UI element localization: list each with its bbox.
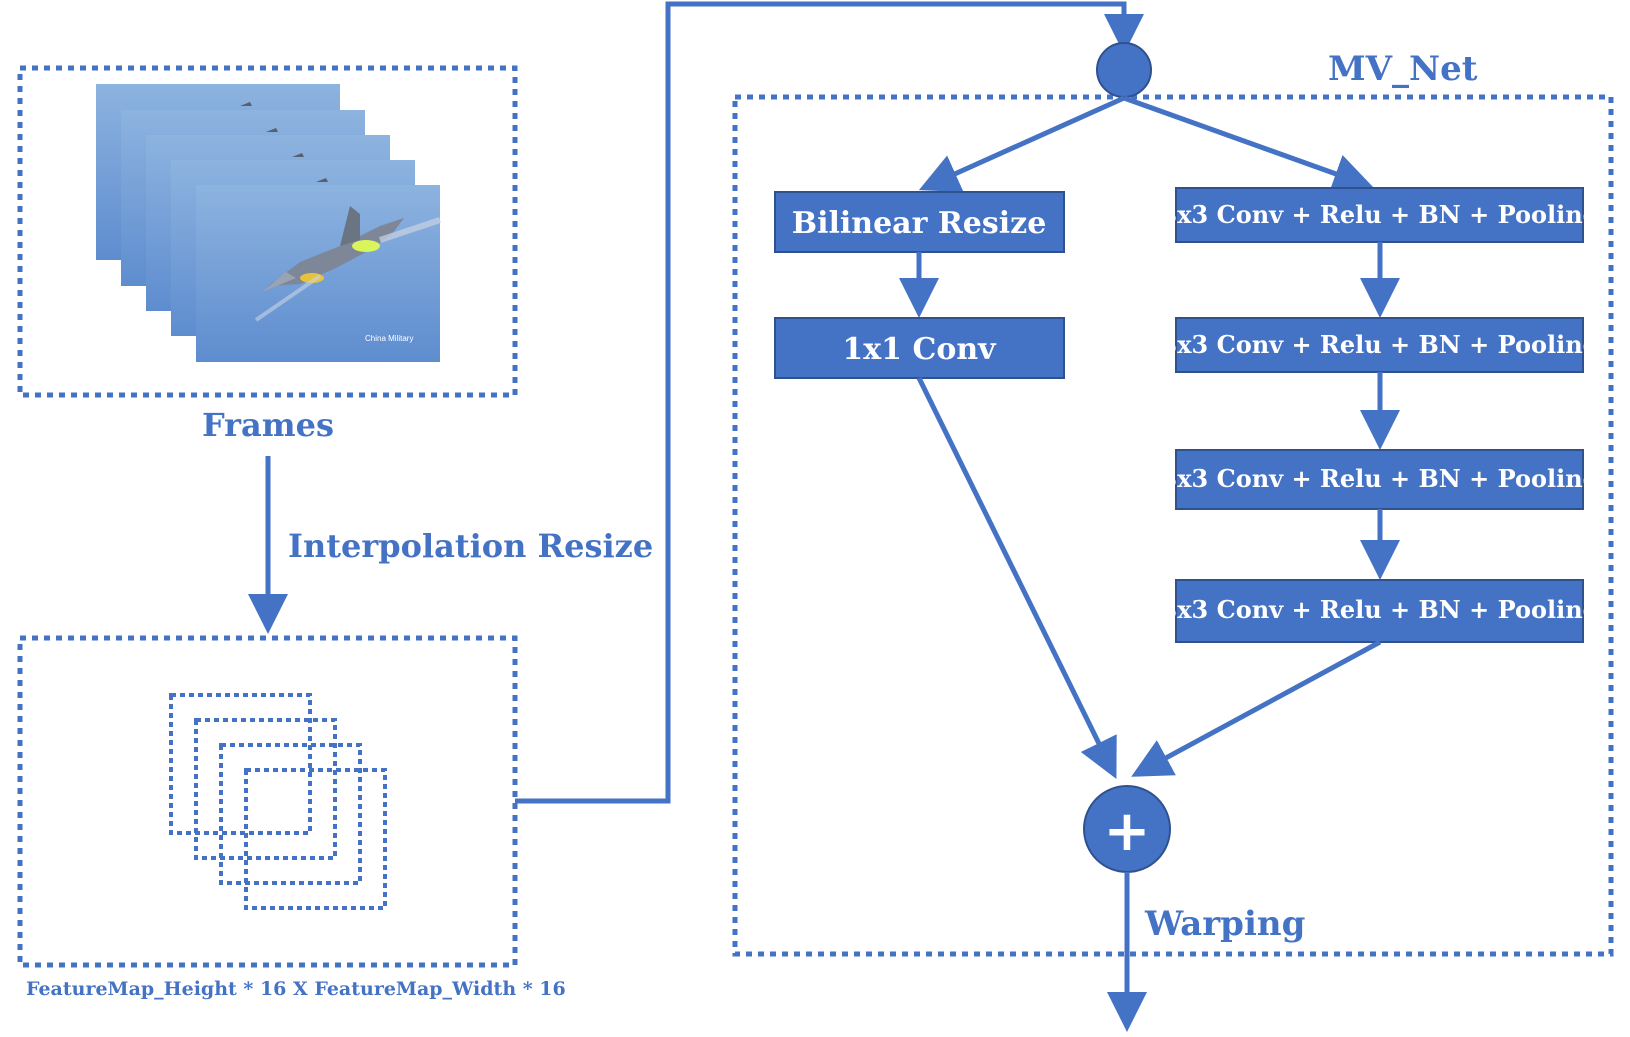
- mv-net-panel: [732, 94, 1614, 957]
- watermark-text: China Military: [365, 334, 413, 343]
- conv-block-3: [1175, 449, 1584, 510]
- bilinear-resize-box: [774, 191, 1065, 253]
- conv-block-3-label: 3x3 Conv + Relu + BN + Pooling: [1161, 464, 1600, 493]
- split-node: [1096, 42, 1152, 98]
- frames-label: Frames: [202, 406, 334, 444]
- photo-stack-icon: China Military: [96, 84, 441, 362]
- interpolation-label: Interpolation Resize: [288, 527, 653, 565]
- conv-block-1: [1175, 187, 1584, 243]
- mv-net-title: MV_Net: [1328, 49, 1478, 89]
- conv-block-1-label: 3x3 Conv + Relu + BN + Pooling: [1161, 200, 1600, 229]
- featuremap-panel: [17, 635, 518, 968]
- fighter-jet-icon: [254, 206, 441, 322]
- featuremap-size-label: FeatureMap_Height * 16 X FeatureMap_Widt…: [26, 978, 566, 1000]
- conv-block-4: [1175, 579, 1584, 643]
- featuremap-to-mvnet-connector: [515, 1, 1144, 804]
- branch-arrow-left: [918, 95, 1126, 192]
- conv-block-4-label: 3x3 Conv + Relu + BN + Pooling: [1161, 595, 1600, 624]
- conv1x1-box: [774, 317, 1065, 379]
- conv-block-2-label: 3x3 Conv + Relu + BN + Pooling: [1161, 330, 1600, 359]
- conv-to-add-arrow: [1131, 639, 1382, 777]
- branch-arrow-right: [1123, 95, 1374, 193]
- warping-label: Warping: [1144, 904, 1305, 944]
- conv1x1-label: 1x1 Conv: [842, 332, 997, 367]
- conv1x1-to-add-arrow: [916, 376, 1117, 779]
- plus-icon: +: [1104, 799, 1151, 864]
- frames-panel: [17, 65, 518, 398]
- featuremap-stack-icon: [169, 693, 387, 910]
- bilinear-resize-label: Bilinear Resize: [792, 206, 1047, 241]
